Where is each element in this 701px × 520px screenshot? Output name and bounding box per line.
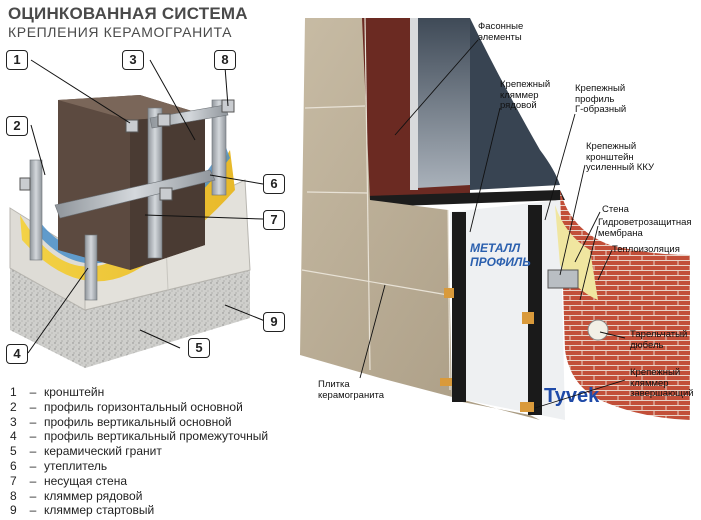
label-fasonnye: Фасонные элементы: [478, 21, 524, 43]
diagram-title: ОЦИНКОВАННАЯ СИСТЕМА: [8, 4, 248, 23]
diagram-subtitle: КРЕПЛЕНИЯ КЕРАМОГРАНИТА: [8, 24, 233, 40]
legend-item: 9–кляммер стартовый: [10, 503, 155, 518]
legend-item: 1–кронштейн: [10, 385, 105, 399]
label-klyammer-ryadovoy: Крепежный кляммер рядовой: [500, 79, 551, 111]
left-leader-lines: [27, 59, 266, 354]
callout-3: 3: [122, 50, 144, 70]
callout-7: 7: [263, 210, 285, 230]
legend-item: 3–профиль вертикальный основной: [10, 414, 232, 429]
callout-1: 1: [6, 50, 28, 70]
legend-item: 5–керамический гранит: [10, 444, 162, 459]
callout-8: 8: [214, 50, 236, 70]
brand-tyvek: Tyvek: [544, 385, 600, 407]
legend-item: 4–профиль вертикальный промежуточный: [10, 429, 269, 444]
brand-profil: ПРОФИЛЬ: [470, 255, 531, 269]
callout-2: 2: [6, 116, 28, 136]
brand-metall: МЕТАЛЛ: [470, 241, 521, 255]
label-kronshtein-kku: Крепежный кронштейн усиленный ККУ: [586, 141, 655, 173]
callout-9: 9: [263, 312, 285, 332]
label-stena: Стена: [602, 204, 629, 215]
legend-item: 2–профиль горизонтальный основной: [10, 399, 243, 414]
label-profil-g: Крепежный профиль Г-образный: [575, 83, 627, 115]
legend-item: 8–кляммер рядовой: [10, 488, 143, 503]
label-dyubel: Тарельчатый дюбель: [630, 329, 688, 351]
label-membrana: Гидроветрозащитная мембрана: [598, 217, 692, 239]
right-leader-lines: [359, 39, 626, 409]
label-plitka: Плитка керамогранита: [318, 379, 385, 401]
right-facade-drawing: [300, 17, 690, 420]
left-facade-drawing: [9, 95, 251, 368]
label-teploizolyaciya: Теплоизоляция: [612, 244, 680, 255]
legend-item: 6–утеплитель: [10, 458, 108, 473]
callout-4: 4: [6, 344, 28, 364]
callout-5: 5: [188, 338, 210, 358]
legend: 1–кронштейн 2–профиль горизонтальный осн…: [10, 385, 268, 518]
legend-item: 7–несущая стена: [10, 473, 128, 488]
label-klyammer-zavershayushchiy: Крепежный кляммер завершающий: [630, 367, 694, 399]
callout-6: 6: [263, 174, 285, 194]
